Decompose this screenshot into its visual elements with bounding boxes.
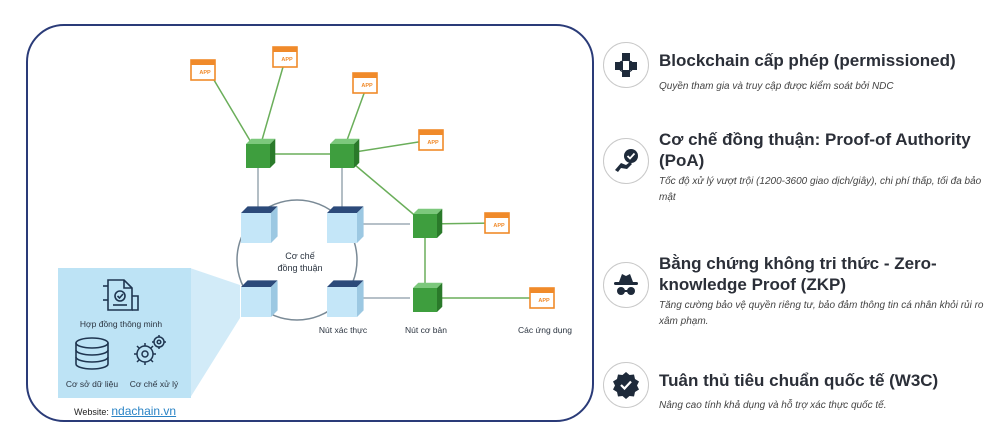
basic-nodes-label: Nút cơ bản	[405, 325, 447, 335]
components-panel	[58, 268, 191, 398]
incognito-spy-icon	[603, 262, 649, 308]
app-badge-text: APP	[538, 298, 550, 304]
feature-desc: Quyền tham gia và truy cập được kiểm soá…	[659, 81, 894, 92]
components-panel-wedge	[190, 268, 240, 398]
processing-label: Cơ chế xử lý	[130, 379, 179, 389]
consensus-label-line1: Cơ chế	[285, 251, 314, 261]
app-window-icon: APP	[418, 129, 444, 151]
basic-node-cube	[246, 138, 276, 168]
feature-w3c: Tuân thủ tiêu chuẩn quốc tế (W3C) Nâng c…	[603, 362, 993, 418]
website-line: Website: ndachain.vn	[74, 404, 176, 418]
validator-node-cube	[241, 280, 278, 317]
verified-badge-icon	[603, 362, 649, 408]
app-badge-text: APP	[281, 57, 293, 63]
feature-desc: Nâng cao tính khả dụng và hỗ trợ xác thự…	[659, 400, 887, 411]
basic-node-cube	[413, 208, 443, 238]
feature-title: Bằng chứng không tri thức - Zero-knowled…	[659, 254, 937, 294]
app-badge-text: APP	[361, 83, 373, 89]
database-label: Cơ sở dữ liệu	[66, 379, 119, 389]
hand-check-icon	[603, 138, 649, 184]
network-diagram: APP APP APP APP APP APP Cơ chế đồng thuận Nút…	[58, 46, 572, 398]
feature-title: Blockchain cấp phép (permissioned)	[659, 51, 956, 70]
app-window-icon: APP	[529, 287, 555, 309]
connection-lines	[210, 59, 542, 299]
feature-poa: Cơ chế đồng thuận: Proof-of Authority (P…	[603, 130, 993, 218]
consensus-ring	[236, 199, 358, 321]
app-badge-text: APP	[199, 70, 211, 76]
basic-node-cube	[413, 282, 443, 312]
validator-nodes-label: Nút xác thực	[319, 325, 368, 335]
website-prefix: Website:	[74, 407, 109, 417]
feature-title: Cơ chế đồng thuận: Proof-of Authority (P…	[659, 130, 971, 170]
app-window-icon: APP	[352, 72, 378, 94]
database-icon	[75, 337, 109, 370]
feature-desc: Tốc độ xử lý vượt trội (1200-3600 giao d…	[659, 176, 982, 203]
blockchain-cubes-icon	[603, 42, 649, 88]
smart-contract-label: Hợp đồng thông minh	[80, 319, 162, 329]
gears-icon	[134, 335, 166, 365]
apps-label: Các ứng dụng	[518, 325, 572, 335]
feature-title: Tuân thủ tiêu chuẩn quốc tế (W3C)	[659, 371, 939, 390]
website-link[interactable]: ndachain.vn	[111, 404, 177, 418]
validator-node-cube	[327, 280, 364, 317]
validator-node-cube	[241, 206, 278, 243]
consensus-label-line2: đồng thuận	[277, 263, 322, 273]
feature-zkp: Bằng chứng không tri thức - Zero-knowled…	[603, 254, 993, 342]
app-window-icon: APP	[272, 46, 298, 68]
app-badge-text: APP	[427, 140, 439, 146]
feature-permissioned: Blockchain cấp phép (permissioned) Quyền…	[603, 42, 993, 98]
app-badge-text: APP	[493, 223, 505, 229]
basic-node-cube	[330, 138, 360, 168]
smart-contract-icon	[103, 279, 139, 311]
app-window-icon: APP	[190, 59, 216, 81]
app-window-icon: APP	[484, 212, 510, 234]
feature-desc: Tăng cường bảo vệ quyền riêng tư, bảo đả…	[659, 300, 984, 327]
validator-node-cube	[327, 206, 364, 243]
